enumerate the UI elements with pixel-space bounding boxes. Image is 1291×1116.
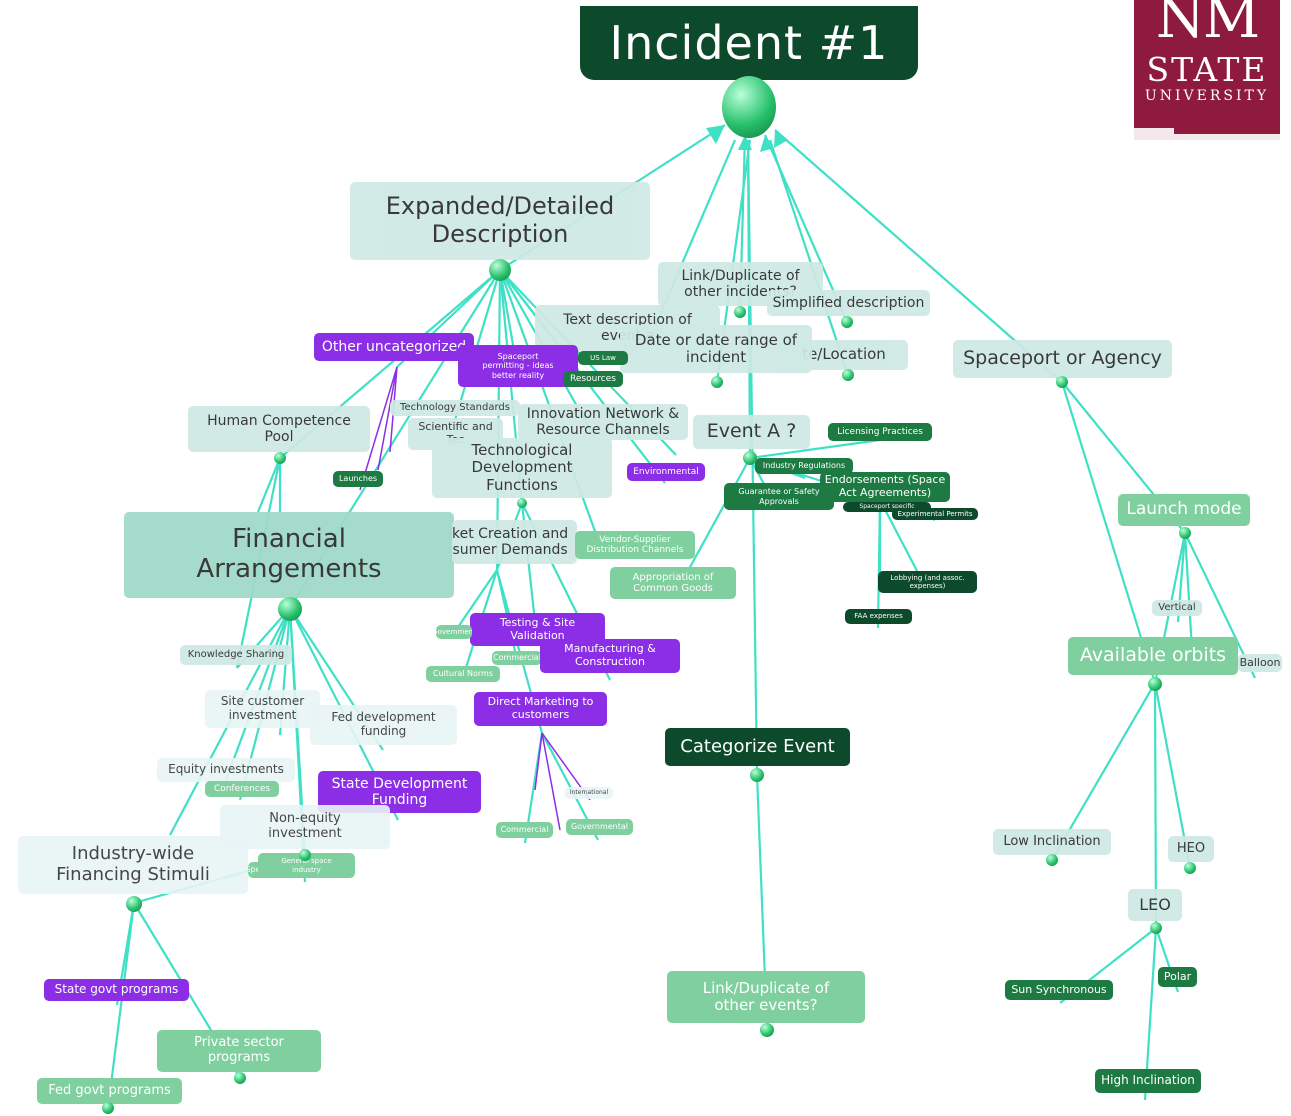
location-node-dot[interactable] — [842, 369, 854, 381]
vendor-supplier-node[interactable]: Vendor-Supplier Distribution Channels — [575, 531, 695, 559]
fed-govt-node-dot[interactable] — [102, 1102, 114, 1114]
high-inclination-node[interactable]: High Inclination — [1095, 1069, 1201, 1093]
industry-regulations-node[interactable]: Industry Regulations — [755, 458, 853, 474]
leo-node[interactable]: LEO — [1128, 889, 1182, 921]
heo-node-dot[interactable] — [1184, 862, 1196, 874]
government-node[interactable]: Government — [436, 625, 472, 639]
international-node[interactable]: International — [565, 787, 613, 799]
site-customer-investment-node[interactable]: Site customer investment — [205, 690, 320, 728]
private-sector-node-dot[interactable] — [234, 1072, 246, 1084]
financial-arrangements-node[interactable]: Financial Arrangements — [124, 512, 454, 598]
root-node-sphere[interactable] — [722, 76, 776, 138]
low-inclination-node[interactable]: Low Inclination — [993, 829, 1111, 855]
edge-root-location — [768, 139, 850, 376]
orbits-node-dot[interactable] — [1148, 677, 1162, 691]
commercial-small-node[interactable]: Commercial — [492, 651, 542, 665]
experimental-permits-node[interactable]: Experimental Permits — [892, 508, 978, 520]
non-equity-node-dot[interactable] — [299, 849, 311, 861]
industry-wide-financing-node[interactable]: Industry-wide Financing Stimuli — [18, 836, 248, 894]
conferences-node[interactable]: Conferences — [205, 781, 279, 797]
us-law-node[interactable]: US Law — [578, 351, 628, 365]
resources-node[interactable]: Resources — [563, 371, 623, 387]
direct-marketing-node[interactable]: Direct Marketing to customers — [474, 692, 607, 726]
available-orbits-node[interactable]: Available orbits — [1068, 637, 1238, 675]
spaceport-agency-node[interactable]: Spaceport or Agency — [953, 340, 1172, 378]
spaceport-permitting-node[interactable]: Spaceport permitting - ideas better real… — [458, 345, 578, 387]
launch-mode-node[interactable]: Launch mode — [1118, 494, 1250, 526]
private-sector-programs-node[interactable]: Private sector programs — [157, 1030, 321, 1072]
date-range-node-dot[interactable] — [711, 376, 723, 388]
sun-synchronous-node[interactable]: Sun Synchronous — [1005, 980, 1113, 1000]
leo-node-dot[interactable] — [1150, 922, 1162, 934]
spaceport-node-dot[interactable] — [1056, 376, 1068, 388]
human-competence-node-dot[interactable] — [274, 452, 286, 464]
cultural-norms-node[interactable]: Cultural Norms — [426, 666, 500, 682]
balloon-node[interactable]: Balloon — [1238, 654, 1282, 672]
fed-development-funding-node[interactable]: Fed development funding — [310, 705, 457, 745]
vertical-node[interactable]: Vertical — [1152, 600, 1202, 616]
appropriation-common-goods-node[interactable]: Appropriation of Common Goods — [610, 567, 736, 599]
manufacturing-construction-node[interactable]: Manufacturing & Construction — [540, 639, 680, 673]
technological-development-node[interactable]: Technological Development Functions — [432, 438, 612, 498]
environmental-node[interactable]: Environmental — [627, 463, 705, 481]
expanded-description-node[interactable]: Expanded/Detailed Description — [350, 182, 650, 260]
testing-site-validation-node[interactable]: Testing & Site Validation — [470, 613, 605, 646]
incident-title: Incident #1 — [580, 6, 918, 80]
link-events-node[interactable]: Link/Duplicate of other events? — [667, 971, 865, 1023]
state-govt-programs-node[interactable]: State govt programs — [44, 979, 189, 1001]
polar-node[interactable]: Polar — [1158, 967, 1197, 987]
human-competence-node[interactable]: Human Competence Pool — [188, 406, 370, 452]
date-range-node[interactable]: Date or date range of incident — [620, 325, 812, 373]
low-inclination-node-dot[interactable] — [1046, 854, 1058, 866]
non-equity-investment-node[interactable]: Non-equity investment — [220, 805, 390, 849]
financial-node-dot[interactable] — [278, 597, 302, 621]
spaceport-specific-node[interactable]: Spaceport specific — [843, 502, 931, 512]
event-a-node-dot[interactable] — [743, 451, 757, 465]
fed-govt-programs-node[interactable]: Fed govt programs — [37, 1078, 182, 1104]
heo-node[interactable]: HEO — [1168, 836, 1214, 862]
industry-wide-node-dot[interactable] — [126, 896, 142, 912]
nmsu-logo: NM STATE UNIVERSITY — [1134, 0, 1280, 140]
link-incidents-node-dot[interactable] — [734, 306, 746, 318]
commercial-bottom-node[interactable]: Commercial — [496, 822, 553, 838]
innovation-network-node[interactable]: Innovation Network & Resource Channels — [518, 404, 688, 440]
technology-standards-node[interactable]: Technology Standards — [390, 400, 520, 416]
guarantee-safety-node[interactable]: Guarantee or Safety Approvals — [724, 483, 834, 510]
launches-node[interactable]: Launches — [333, 471, 383, 487]
other-uncategorized-node[interactable]: Other uncategorized — [314, 333, 474, 361]
simplified-node-dot[interactable] — [841, 316, 853, 328]
endorsements-node[interactable]: Endorsements (Space Act Agreements) — [820, 472, 950, 502]
tech-dev-node-dot[interactable] — [517, 498, 527, 508]
launch-mode-node-dot[interactable] — [1179, 527, 1191, 539]
categorize-event-node[interactable]: Categorize Event — [665, 728, 850, 766]
faa-expenses-node[interactable]: FAA expenses — [845, 609, 912, 624]
categorize-node-dot[interactable] — [750, 768, 764, 782]
market-creation-node[interactable]: ket Creation and sumer Demands — [452, 520, 577, 564]
equity-investments-node[interactable]: Equity investments — [157, 758, 295, 782]
link-events-node-dot[interactable] — [760, 1023, 774, 1037]
expanded-node-dot[interactable] — [489, 259, 511, 281]
licensing-practices-node[interactable]: Licensing Practices — [828, 423, 932, 441]
knowledge-sharing-node[interactable]: Knowledge Sharing — [180, 645, 292, 665]
simplified-description-node[interactable]: Simplified description — [767, 290, 930, 316]
governmental-node[interactable]: Governmental — [566, 819, 633, 835]
lobbying-node[interactable]: Lobbying (and assoc. expenses) — [878, 571, 977, 593]
logo-mountain — [1134, 128, 1280, 140]
event-a-node[interactable]: Event A ? — [693, 415, 810, 449]
